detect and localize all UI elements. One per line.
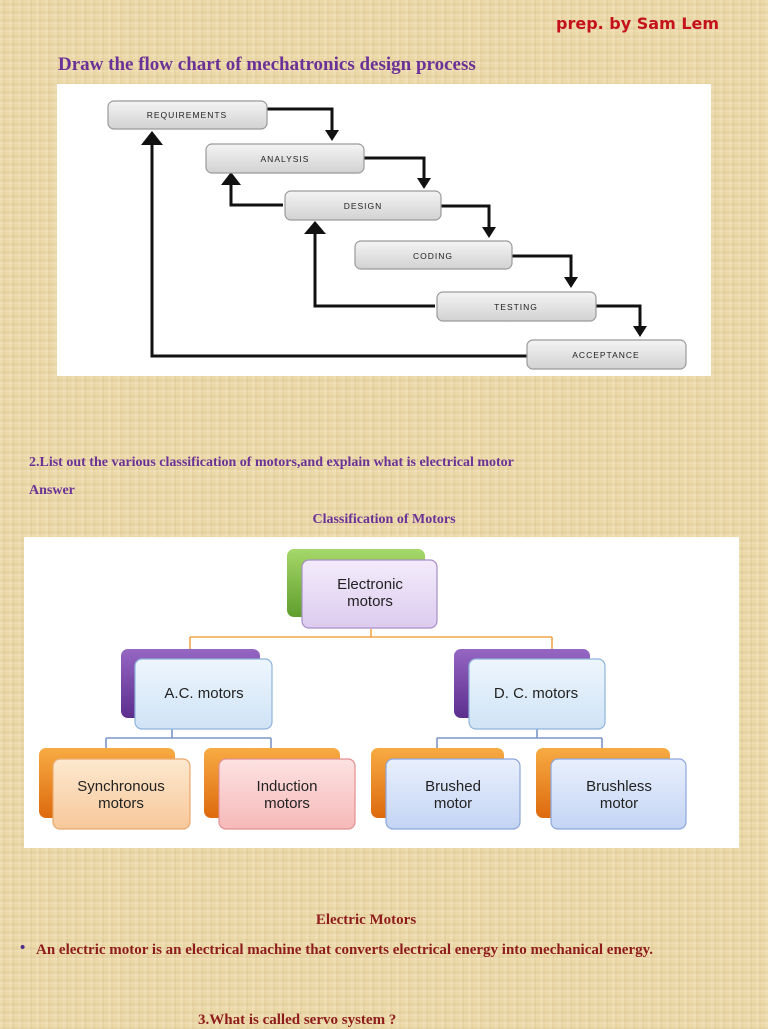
root-node-line2: motors xyxy=(347,593,393,610)
flow-arrow-5 xyxy=(596,304,642,328)
question-1-heading: Draw the flow chart of mechatronics desi… xyxy=(58,54,476,75)
brushless-line1: Brushless xyxy=(586,778,652,795)
step-coding-label: CODING xyxy=(413,251,453,261)
answer-label: Answer xyxy=(29,483,75,498)
step-testing-box xyxy=(436,291,597,322)
brushed-line1: Brushed xyxy=(425,778,481,795)
bullet-marker: • xyxy=(20,940,26,956)
feedback-arrow-design xyxy=(229,180,283,207)
feedback-arrow-testing xyxy=(313,229,435,308)
step-analysis-label: ANALYSIS xyxy=(261,154,310,164)
induction-line2: motors xyxy=(264,795,310,812)
brushless-line2: motor xyxy=(600,795,638,812)
flowchart-svg: REQUIREMENTS ANALYSIS DESIGN CODING TEST… xyxy=(107,100,687,370)
flow-arrow-4 xyxy=(512,254,573,279)
root-node-line1: Electronic xyxy=(337,576,403,593)
step-design-box xyxy=(284,190,442,221)
step-design-label: DESIGN xyxy=(344,201,383,211)
synchronous-line1: Synchronous xyxy=(77,778,165,795)
ac-node xyxy=(134,658,273,730)
step-requirements-box xyxy=(107,100,268,130)
step-testing-label: TESTING xyxy=(494,302,538,312)
author-credit: prep. by Sam Lem xyxy=(556,14,720,33)
brushless-node xyxy=(550,758,687,830)
root-node xyxy=(301,559,438,629)
electric-motor-definition-text: An electric motor is an electrical machi… xyxy=(36,942,654,958)
induction-line1: Induction xyxy=(257,778,318,795)
flow-arrow-1 xyxy=(265,107,334,132)
motor-classification-diagram: Electronic motors A.C. motors D. C. moto… xyxy=(24,537,739,848)
dc-node xyxy=(468,658,606,730)
brushed-node xyxy=(385,758,521,830)
question-3-heading: 3.What is called servo system ? xyxy=(198,1012,397,1028)
synchronous-line2: motors xyxy=(98,795,144,812)
classification-svg: Electronic motors A.C. motors D. C. moto… xyxy=(39,549,687,830)
brushed-line2: motor xyxy=(434,795,472,812)
classification-title: Classification of Motors xyxy=(312,512,456,527)
electric-motor-definition: • An electric motor is an electrical mac… xyxy=(20,940,720,961)
feedback-arrow-acceptance xyxy=(150,138,527,358)
step-acceptance-label: ACCEPTANCE xyxy=(572,350,639,360)
connector-root xyxy=(189,629,553,649)
dc-node-label: D. C. motors xyxy=(494,685,578,702)
design-process-flowchart: REQUIREMENTS ANALYSIS DESIGN CODING TEST… xyxy=(57,84,711,376)
question-2-heading: 2.List out the various classification of… xyxy=(29,455,514,470)
ac-node-label: A.C. motors xyxy=(164,685,243,702)
step-acceptance-box xyxy=(526,339,687,370)
electric-motors-heading: Electric Motors xyxy=(315,912,417,928)
flow-arrow-2 xyxy=(363,156,426,180)
step-analysis-box xyxy=(205,143,365,174)
flow-arrow-3 xyxy=(441,204,491,229)
step-requirements-label: REQUIREMENTS xyxy=(147,110,227,120)
step-coding-box xyxy=(354,240,513,270)
induction-node xyxy=(218,758,356,830)
synchronous-node xyxy=(52,758,191,830)
